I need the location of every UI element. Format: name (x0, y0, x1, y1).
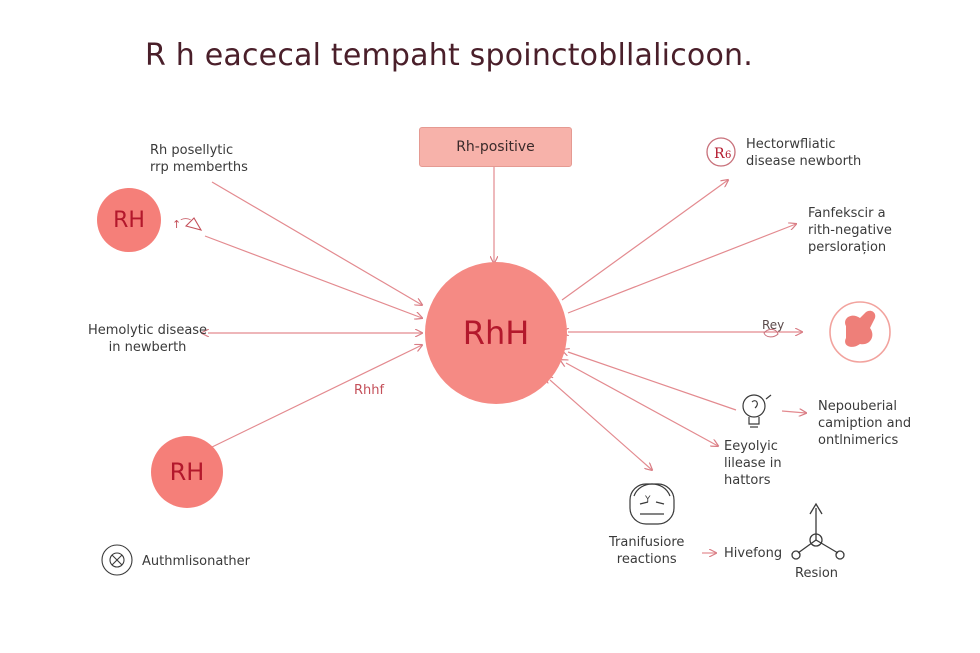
arrow-left-circle-1 (204, 235, 422, 318)
center-node: RhH (425, 262, 567, 404)
label-line: perslorațion (808, 240, 887, 255)
label-line: Tranifusiore (609, 535, 685, 550)
label-hivefong: Hivefong (724, 546, 783, 561)
label-line: lilease in (724, 456, 782, 471)
arrow-nepouberial (781, 411, 806, 413)
label-line: camiption and (818, 416, 912, 431)
left-node-top: RH (97, 188, 161, 252)
label-transfusion: Tranifusiore reactions (609, 534, 684, 568)
label-hector: Hectorwfliatic disease newborth (746, 136, 861, 170)
arrow-fanfeksir (567, 224, 796, 314)
label-line: Rh posellytic (150, 143, 234, 158)
label-nepouberial: Nepouberial camiption and ontlnimerics (818, 398, 911, 449)
arrow-transfusion (550, 380, 652, 470)
label-hemolytic: Hemolytic disease in newberth (88, 322, 207, 356)
label-rey: Rey (762, 318, 785, 332)
label-rh-posellytic: Rh posellytic rrp memberths (150, 142, 248, 176)
diagram-title: R h eacecal tempaht spoinctobllalicoon. (145, 38, 753, 73)
label-line: Hemolytic disease (88, 323, 208, 338)
arrow-left-circle-2 (210, 345, 422, 448)
label-resion: Resion (795, 566, 839, 581)
arrow-eeyolyic (566, 363, 718, 446)
arrow-hector (561, 180, 728, 301)
molecule-icon (791, 502, 845, 560)
lightbulb-icon (742, 394, 772, 428)
label-line: disease newborth (746, 154, 862, 169)
svg-text:R: R (714, 146, 725, 162)
arrow-lightbulb (568, 352, 737, 411)
label-line: in newberth (108, 340, 187, 355)
rh-positive-box: Rh-positive (419, 127, 572, 167)
left-node-bottom: RH (151, 436, 223, 508)
label-line: ontlnimerics (818, 433, 899, 448)
label-eeyolyic: Eeyolyic lilease in hattors (724, 438, 782, 489)
small-mark: ↑⁀ (172, 218, 191, 231)
label-fanfeksir: Fanfekscir a rith-negative perslorațion (808, 205, 892, 256)
svg-text:Y: Y (644, 495, 651, 505)
rey-knot-icon (763, 328, 779, 338)
label-authml: Authmlisonather (142, 554, 250, 569)
label-rhhf: Rhhf (354, 383, 385, 398)
label-line: Fanfekscir a (808, 206, 886, 221)
label-line: reactions (616, 552, 677, 567)
label-line: hattors (724, 473, 771, 488)
label-line: rith-negative (808, 223, 892, 238)
label-line: Nepouberial (818, 399, 897, 414)
organ-icon (829, 301, 891, 363)
rh-letter-icon: R 6 (706, 137, 736, 167)
arrow-rh-posellytic (211, 181, 422, 305)
warning-icon (184, 217, 203, 231)
virus-icon (101, 544, 133, 576)
person-face-icon: Y (629, 483, 675, 525)
label-line: Eeyolyic (724, 439, 778, 454)
label-line: Hectorwfliatic (746, 137, 836, 152)
label-line: rrp memberths (150, 160, 248, 175)
svg-text:6: 6 (725, 150, 731, 161)
